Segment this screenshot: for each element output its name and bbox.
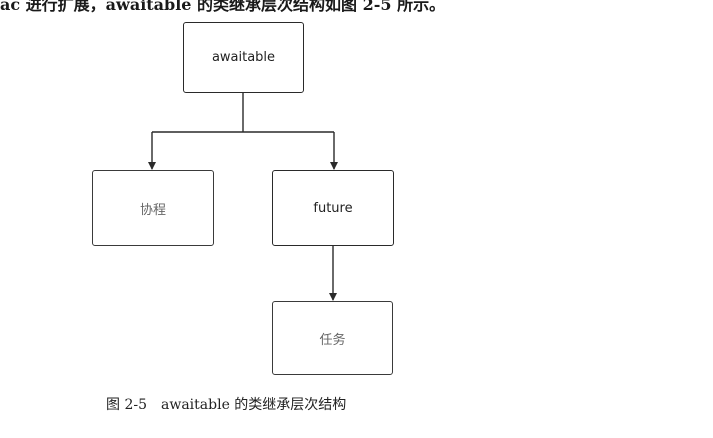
figure-number: 图 2-5: [106, 397, 147, 413]
node-task-label: 任务: [319, 332, 346, 348]
node-awaitable-label: awaitable: [211, 50, 276, 65]
figure-caption: 图 2-5 awaitable 的类继承层次结构: [106, 394, 346, 414]
node-coroutine: 协程: [92, 170, 214, 246]
node-coroutine-label: 协程: [139, 202, 166, 218]
node-task: 任务: [272, 301, 393, 375]
figure-title: awaitable 的类继承层次结构: [161, 397, 347, 413]
node-future: future: [272, 170, 394, 246]
node-future-label: future: [313, 200, 353, 216]
node-awaitable: awaitable: [183, 22, 304, 93]
top-text-line: ac 进行扩展，awaitable 的类继承层次结构如图 2-5 所示。: [0, 0, 446, 14]
